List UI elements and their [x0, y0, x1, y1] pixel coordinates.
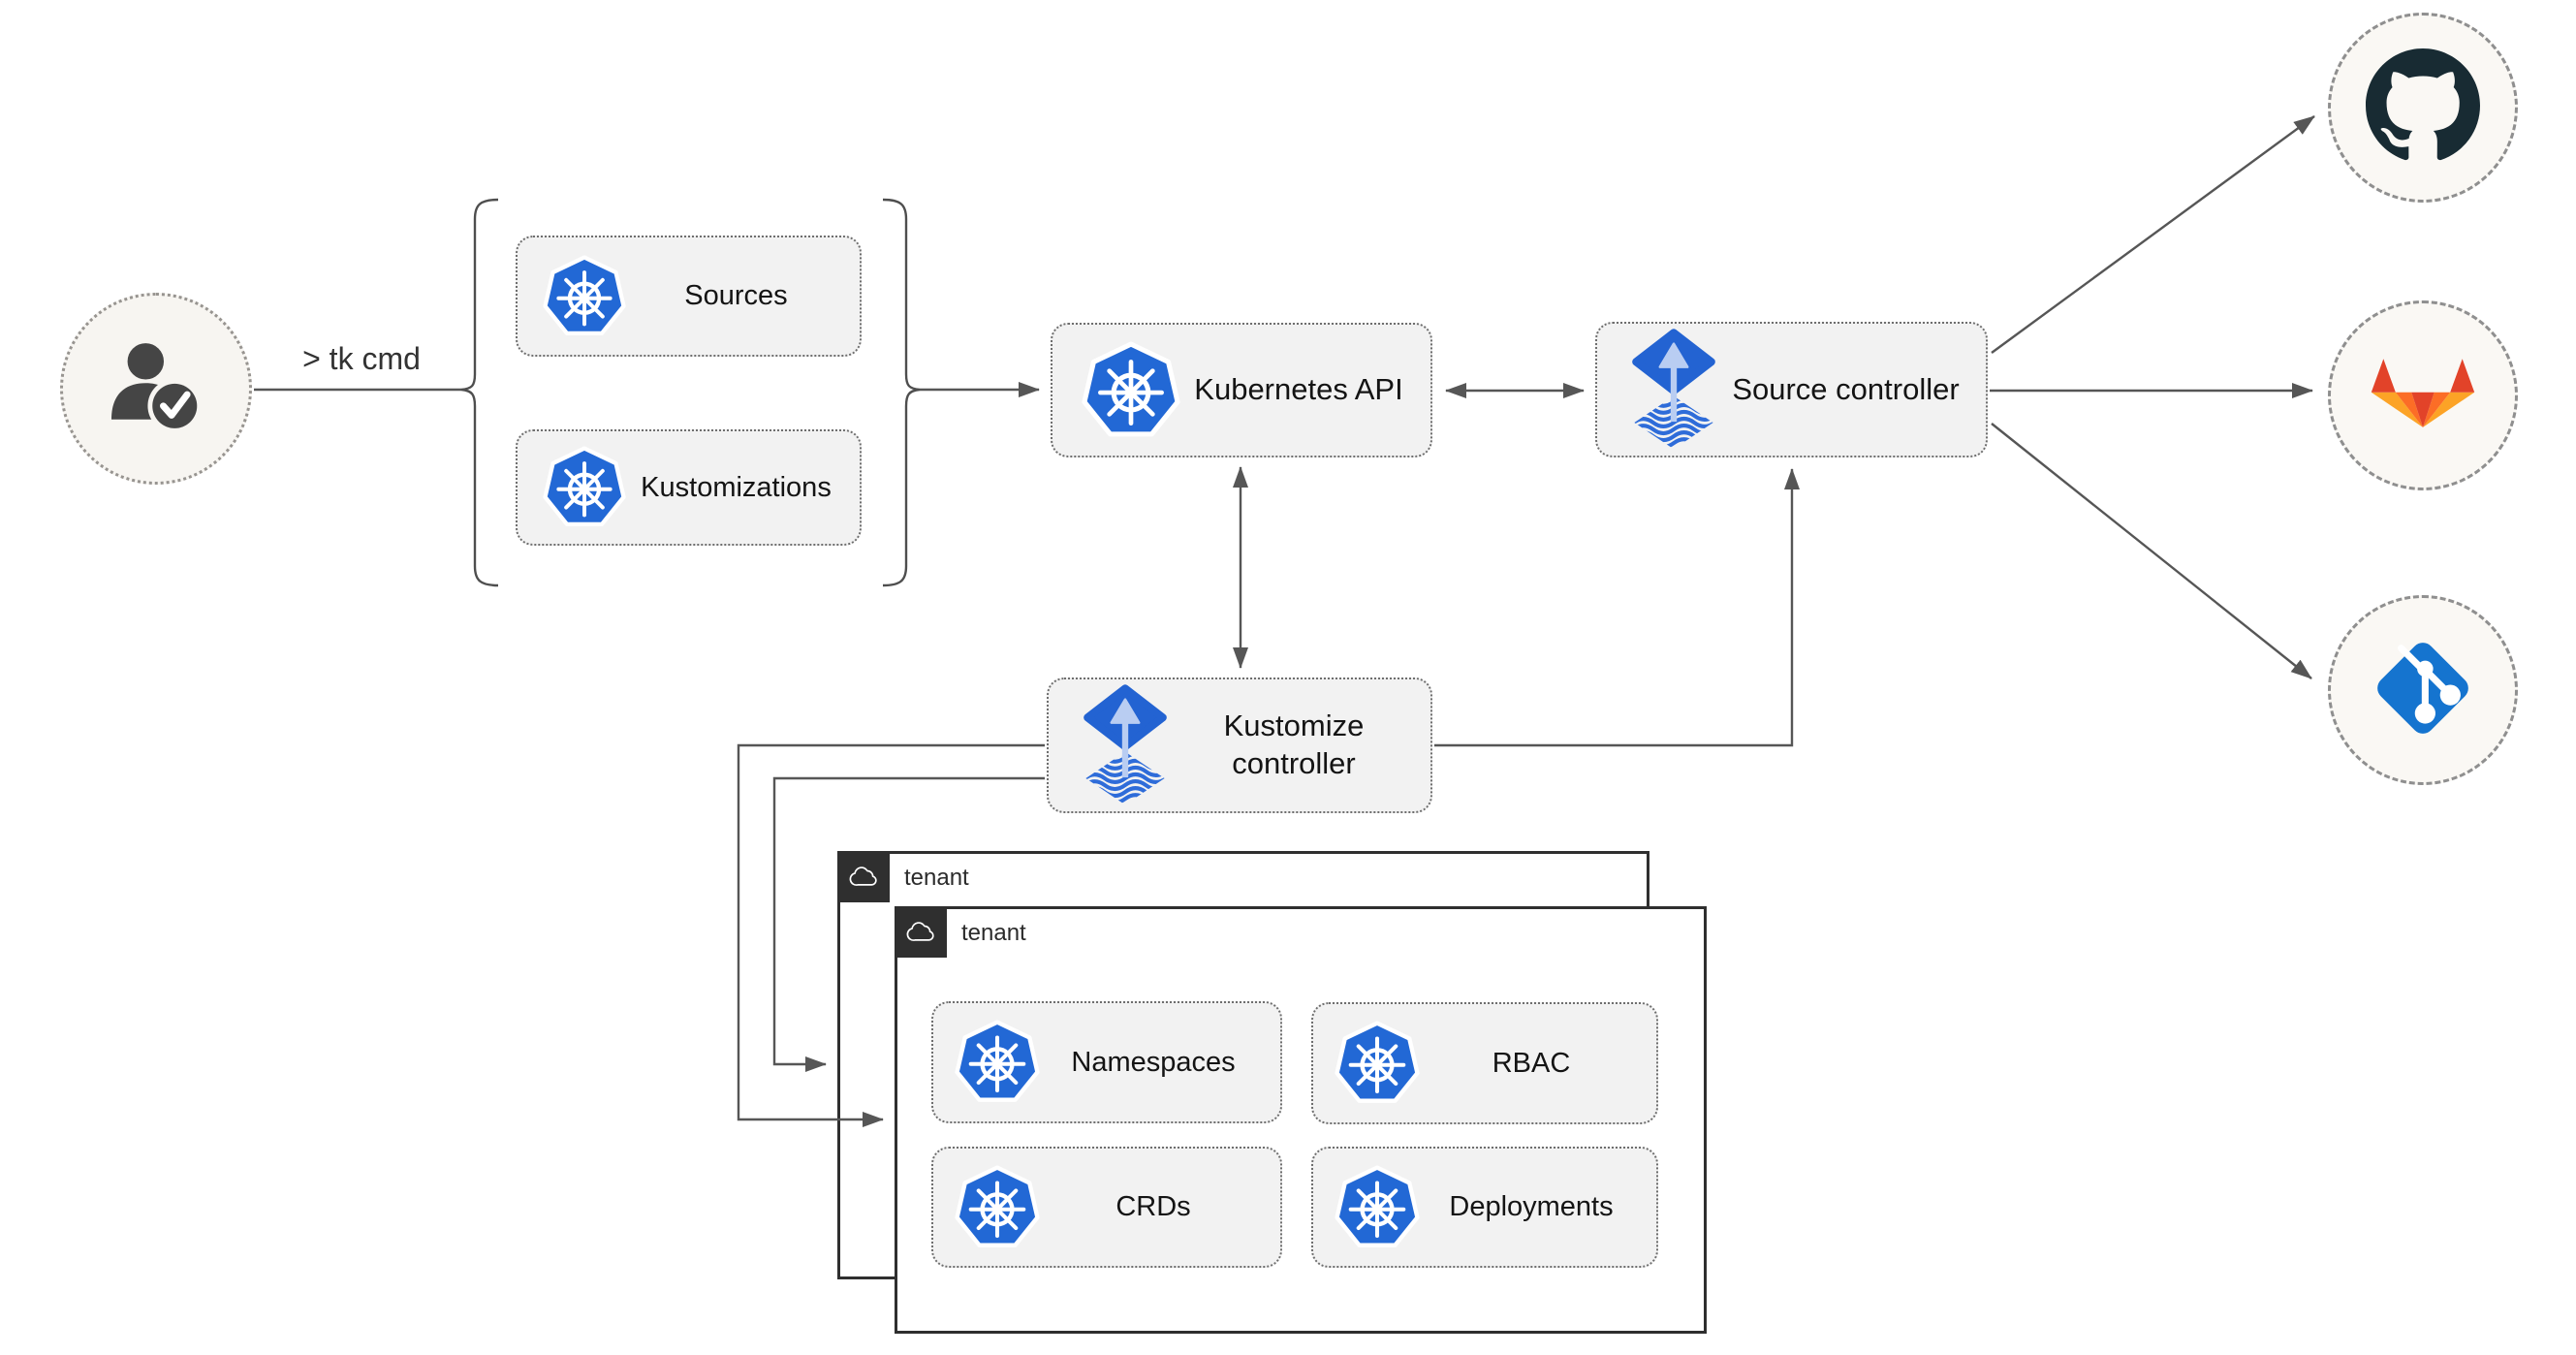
node-deployments-label: Deployments — [1449, 1191, 1614, 1223]
bracket-right — [882, 198, 921, 587]
tenant-back-label: tenant — [904, 865, 969, 891]
kubernetes-icon — [543, 446, 626, 529]
node-git — [2328, 595, 2518, 785]
bracket-left — [460, 198, 499, 587]
node-rbac: RBAC — [1311, 1002, 1658, 1124]
node-crds-label: CRDs — [1115, 1191, 1191, 1223]
kubernetes-icon — [1335, 1165, 1420, 1250]
node-sources: Sources — [516, 236, 862, 357]
node-kustomize-controller-label: Kustomize controller — [1223, 709, 1365, 780]
github-icon — [2366, 48, 2480, 168]
tenant-container-front: tenant Namespaces RBAC CRDs Deployments — [895, 906, 1707, 1334]
user-check-icon — [99, 334, 213, 443]
node-kustomizations-label: Kustomizations — [641, 471, 832, 503]
node-kustomizations: Kustomizations — [516, 429, 862, 546]
node-deployments: Deployments — [1311, 1147, 1658, 1268]
node-kustomize-controller: Kustomize controller — [1047, 678, 1432, 813]
node-sources-label: Sources — [684, 280, 788, 312]
edge-kustomize-source — [1434, 468, 1800, 747]
git-icon — [2366, 631, 2480, 750]
node-namespaces: Namespaces — [931, 1001, 1282, 1123]
node-rbac-label: RBAC — [1492, 1047, 1571, 1079]
node-source-controller: Source controller — [1595, 322, 1988, 457]
edge-source-git — [1991, 423, 2312, 679]
kubernetes-icon — [955, 1020, 1040, 1105]
cli-command-label: > tk cmd — [302, 341, 421, 376]
node-crds: CRDs — [931, 1147, 1282, 1268]
kubernetes-icon — [1082, 341, 1180, 440]
node-namespaces-label: Namespaces — [1071, 1046, 1236, 1078]
cloud-icon — [837, 851, 890, 902]
cloud-icon — [895, 906, 947, 958]
kubernetes-icon — [543, 255, 626, 338]
gitlab-icon — [2369, 351, 2477, 441]
user-node — [60, 293, 252, 485]
tenant-front-label: tenant — [961, 920, 1026, 946]
kubernetes-icon — [955, 1165, 1040, 1250]
flux-icon — [1628, 328, 1719, 452]
node-github — [2328, 13, 2518, 203]
node-kubernetes-api-label: Kubernetes API — [1194, 372, 1403, 407]
node-kubernetes-api: Kubernetes API — [1051, 323, 1432, 457]
kubernetes-icon — [1335, 1021, 1420, 1106]
node-gitlab — [2328, 300, 2518, 490]
edge-source-github — [1991, 115, 2315, 354]
flux-icon — [1080, 683, 1171, 807]
node-source-controller-label: Source controller — [1732, 371, 1960, 406]
